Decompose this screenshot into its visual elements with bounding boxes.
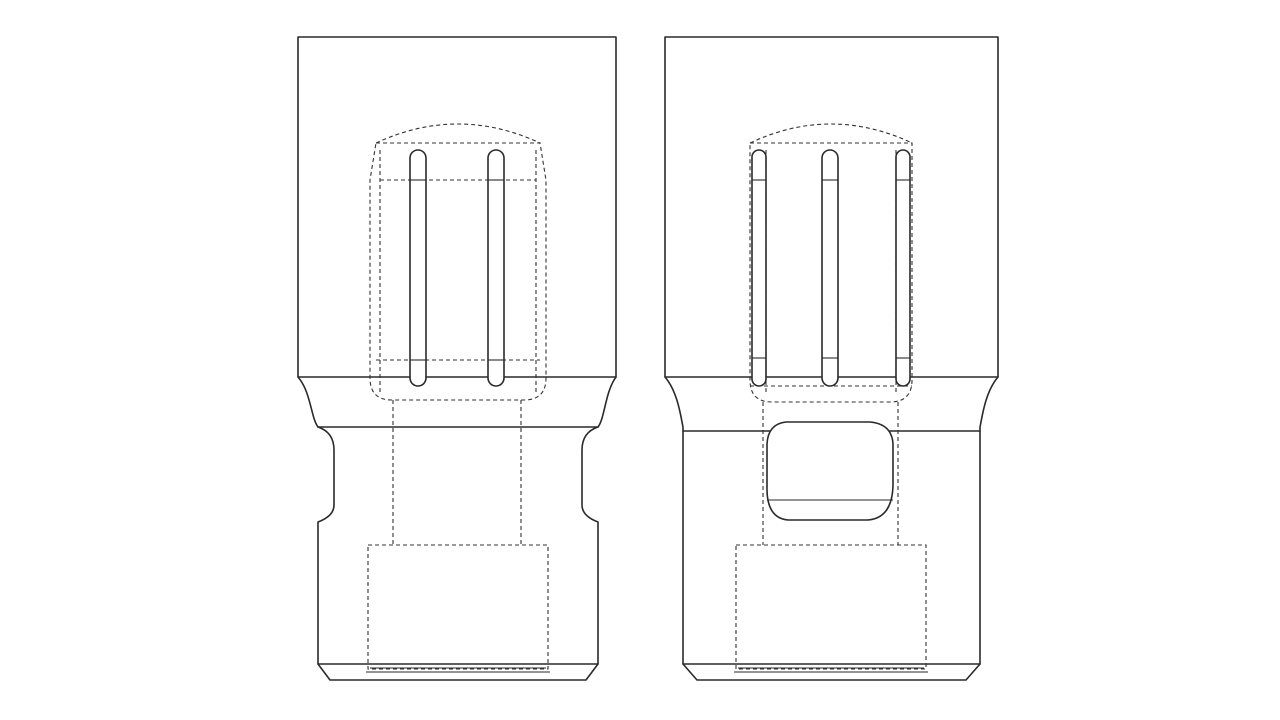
right-view-body-outline xyxy=(664,36,999,681)
right-view-slot-left xyxy=(751,149,767,387)
left-view-hidden-counterbore xyxy=(367,544,549,670)
right-view xyxy=(664,36,999,681)
left-view-hidden-cage xyxy=(369,142,547,401)
right-view-hidden-cage xyxy=(749,142,913,403)
left-view xyxy=(297,36,617,681)
left-view-slot-1 xyxy=(409,149,427,387)
left-view-hidden-dome xyxy=(375,123,541,144)
right-view-hidden-dome xyxy=(749,123,913,144)
right-view-slot-right xyxy=(895,149,911,387)
right-view-slot-center xyxy=(821,149,839,387)
right-view-window xyxy=(766,421,894,521)
left-view-slot-2 xyxy=(487,149,505,387)
right-view-hidden-counterbore xyxy=(735,544,927,670)
left-view-body-outline xyxy=(297,36,617,681)
